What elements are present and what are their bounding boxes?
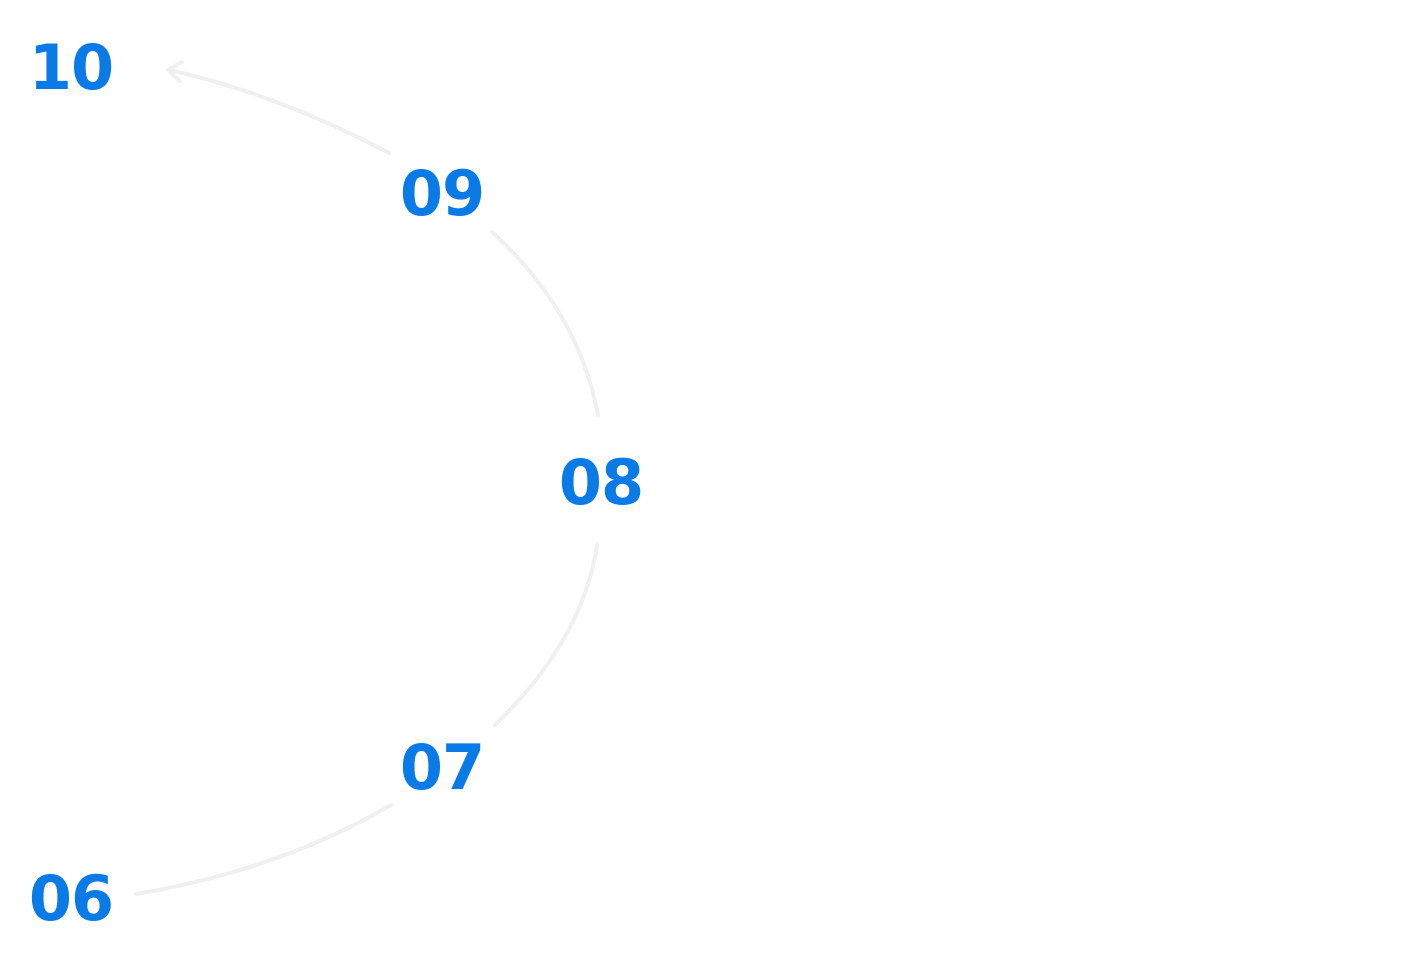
step-label-10: 10 — [28, 31, 114, 104]
step-label-07: 07 — [399, 731, 485, 804]
step-label-06: 06 — [28, 862, 114, 935]
connector-08-to-09 — [490, 230, 600, 417]
step-label-09: 09 — [399, 157, 485, 230]
connector-07-to-08 — [493, 543, 599, 727]
connector-06-to-07 — [134, 803, 393, 896]
connector-09-to-10 — [168, 68, 391, 155]
arc-connectors — [134, 60, 600, 896]
arrowhead-icon — [166, 60, 184, 83]
step-label-08: 08 — [558, 446, 644, 519]
